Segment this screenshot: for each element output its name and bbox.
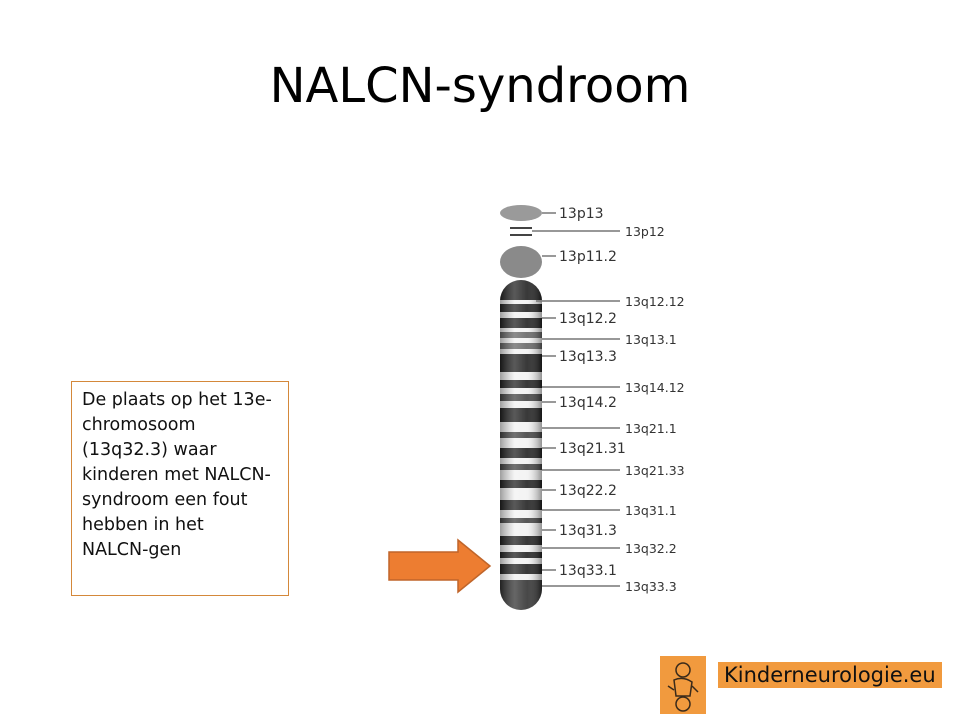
pointer-arrow <box>388 538 492 594</box>
band-label-right: 13q12.12 <box>625 294 685 309</box>
logo-figure-icon <box>660 656 706 714</box>
band-label-left: 13q12.2 <box>559 311 617 327</box>
band-label-right: 13q33.3 <box>625 579 677 594</box>
band-13p11.2 <box>500 246 542 278</box>
band-label-left: 13q22.2 <box>559 483 617 499</box>
label-leader-lines <box>532 212 620 587</box>
band-label-right: 13p12 <box>625 224 665 239</box>
callout-box: De plaats op het 13e- chromosoom (13q32.… <box>71 381 289 596</box>
chromosome-13-ideogram: 13p13 13p11.2 13q12.2 13q13.3 13q14.2 13… <box>500 205 685 610</box>
band-label-left: 13q14.2 <box>559 395 617 411</box>
band-label-left: 13p13 <box>559 206 604 222</box>
logo-text: Kinderneurologie.eu <box>718 662 942 688</box>
band-label-right: 13q21.1 <box>625 421 677 436</box>
band-label-right: 13q21.33 <box>625 463 685 478</box>
page-title: NALCN-syndroom <box>269 58 691 114</box>
band-label-right: 13q14.12 <box>625 380 685 395</box>
band-label-right: 13q32.2 <box>625 541 677 556</box>
band-label-left: 13p11.2 <box>559 249 617 265</box>
band-13p13 <box>500 205 542 221</box>
band-label-left: 13q13.3 <box>559 349 617 365</box>
band-label-left: 13q31.3 <box>559 523 617 539</box>
q-arm <box>500 280 542 610</box>
band-label-left: 13q33.1 <box>559 563 617 579</box>
band-label-right: 13q13.1 <box>625 332 677 347</box>
band-label-left: 13q21.31 <box>559 441 626 457</box>
band-label-right: 13q31.1 <box>625 503 677 518</box>
site-logo: Kinderneurologie.eu <box>660 656 942 716</box>
